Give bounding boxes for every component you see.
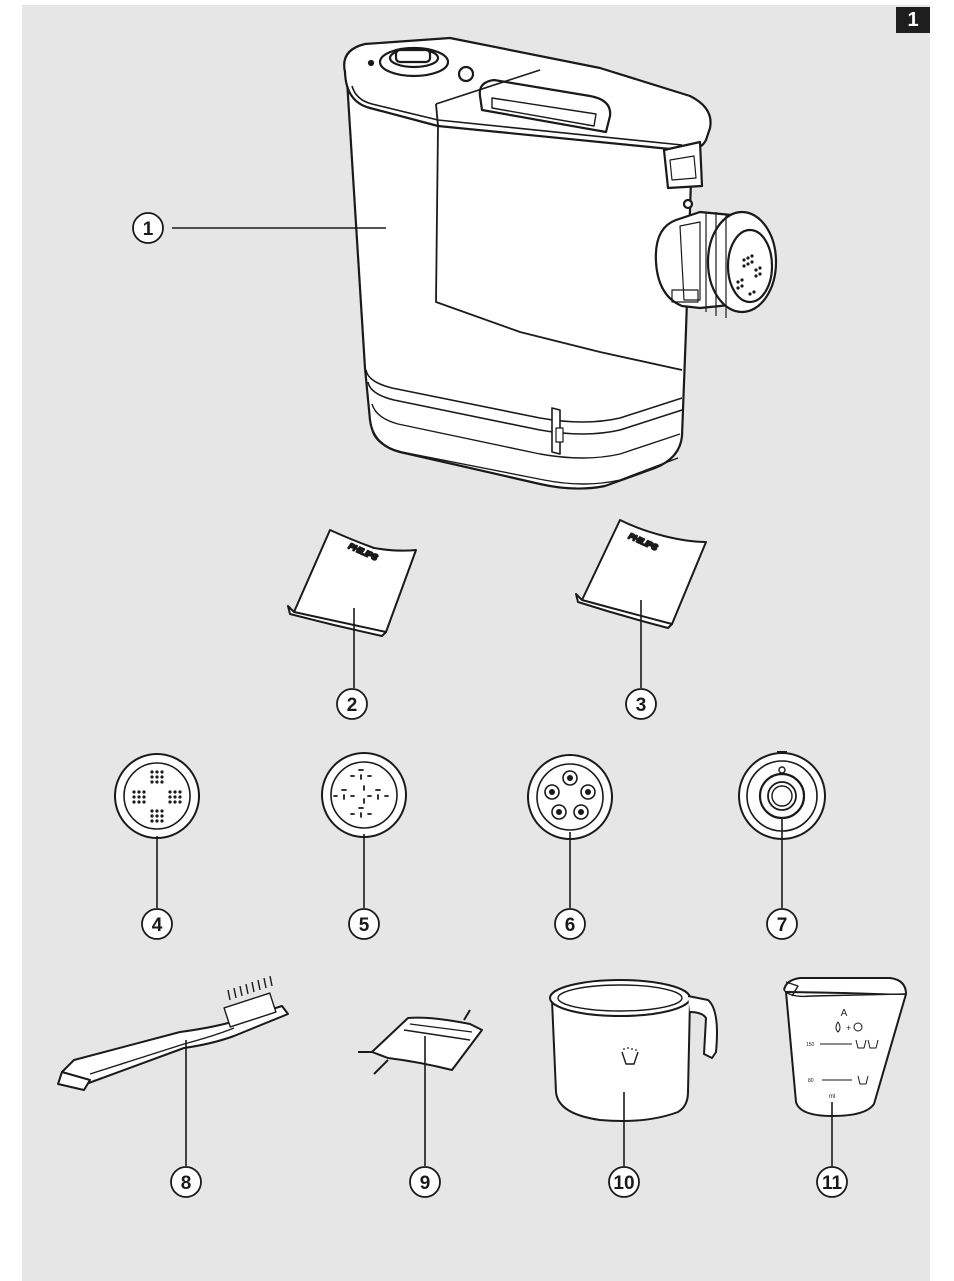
svg-text:1: 1 xyxy=(143,219,154,240)
flour-measuring-cup-10 xyxy=(550,980,717,1121)
cleaning-scraper-9 xyxy=(358,1010,482,1074)
callout-9: 9 xyxy=(410,1167,440,1197)
beaker-mark-80: 80 xyxy=(808,1078,814,1084)
water-beaker-11: A + 150 80 ml xyxy=(784,978,906,1116)
user-manual-booklet: PHILIPS xyxy=(288,530,416,636)
callout-2: 2 xyxy=(337,689,367,719)
beaker-mark-150: 150 xyxy=(806,1042,815,1048)
svg-text:9: 9 xyxy=(420,1173,431,1194)
cleaning-brush-8 xyxy=(58,976,288,1090)
shaping-disc-6 xyxy=(528,755,612,839)
svg-text:+: + xyxy=(846,1023,851,1033)
svg-text:6: 6 xyxy=(565,915,576,936)
svg-text:8: 8 xyxy=(181,1173,192,1194)
shaping-disc-4 xyxy=(115,754,199,838)
shaping-disc-5 xyxy=(322,753,406,837)
callout-1: 1 xyxy=(133,213,163,243)
callout-11: 11 xyxy=(817,1167,847,1197)
svg-text:5: 5 xyxy=(359,915,370,936)
callout-4: 4 xyxy=(142,909,172,939)
callout-6: 6 xyxy=(555,909,585,939)
callout-5: 5 xyxy=(349,909,379,939)
callout-8: 8 xyxy=(171,1167,201,1197)
callout-10: 10 xyxy=(609,1167,639,1197)
svg-text:2: 2 xyxy=(347,695,358,716)
svg-text:3: 3 xyxy=(636,695,647,716)
svg-text:7: 7 xyxy=(777,915,788,936)
svg-text:10: 10 xyxy=(613,1173,634,1194)
svg-text:4: 4 xyxy=(152,915,163,936)
svg-text:11: 11 xyxy=(822,1173,843,1194)
callout-3: 3 xyxy=(626,689,656,719)
beaker-unit-ml: ml xyxy=(829,1094,835,1100)
pasta-maker-main-unit xyxy=(344,38,776,489)
beaker-label-a: A xyxy=(841,1008,848,1019)
callout-7: 7 xyxy=(767,909,797,939)
